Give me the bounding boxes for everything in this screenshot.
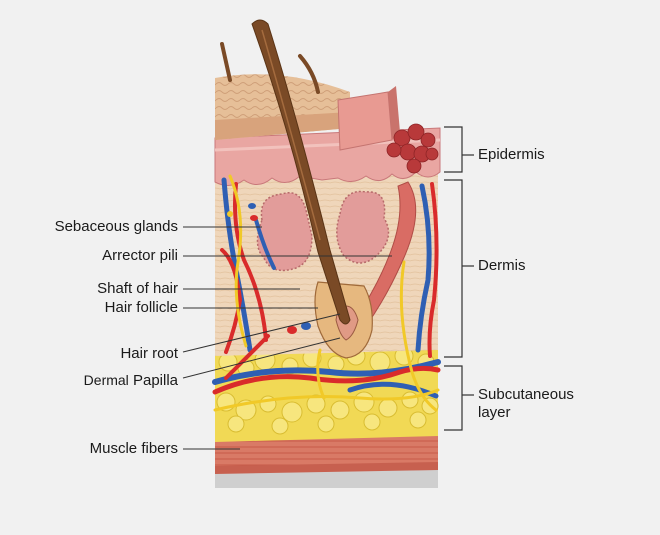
vessel-dots xyxy=(227,203,311,334)
label-hair-follicle: Hair follicle xyxy=(104,299,178,316)
hair-structure xyxy=(220,19,373,359)
label-arrector-pili: Arrector pili xyxy=(102,247,178,264)
label-muscle-fibers: Muscle fibers xyxy=(89,440,178,457)
sebaceous-gland-shape xyxy=(256,190,390,272)
label-layer: layer xyxy=(478,404,511,421)
layer-brackets xyxy=(444,126,474,431)
label-epidermis: Epidermis xyxy=(478,146,545,163)
label-shaft-of-hair: Shaft of hair xyxy=(97,280,178,297)
label-subcutaneous-layer: Subcutaneous layer xyxy=(478,386,574,422)
label-dermal: Dermal xyxy=(83,372,129,388)
nerves xyxy=(213,174,440,412)
label-papilla: Papilla xyxy=(132,372,178,389)
label-hair-root: Hair root xyxy=(120,345,178,362)
label-subcutaneous: Subcutaneous xyxy=(478,386,574,403)
blood-vessels xyxy=(212,177,441,399)
leader-lines xyxy=(182,226,392,450)
label-sebaceous-glands: Sebaceous glands xyxy=(54,218,178,235)
label-dermal-papilla: Dermal Papilla xyxy=(84,371,178,390)
subcutaneous-fat-layer xyxy=(215,345,439,442)
muscle-fibers-layer xyxy=(215,432,438,474)
label-dermis: Dermis xyxy=(478,257,526,274)
epidermis-cells xyxy=(386,123,439,174)
epidermis-cut-block xyxy=(337,91,393,151)
